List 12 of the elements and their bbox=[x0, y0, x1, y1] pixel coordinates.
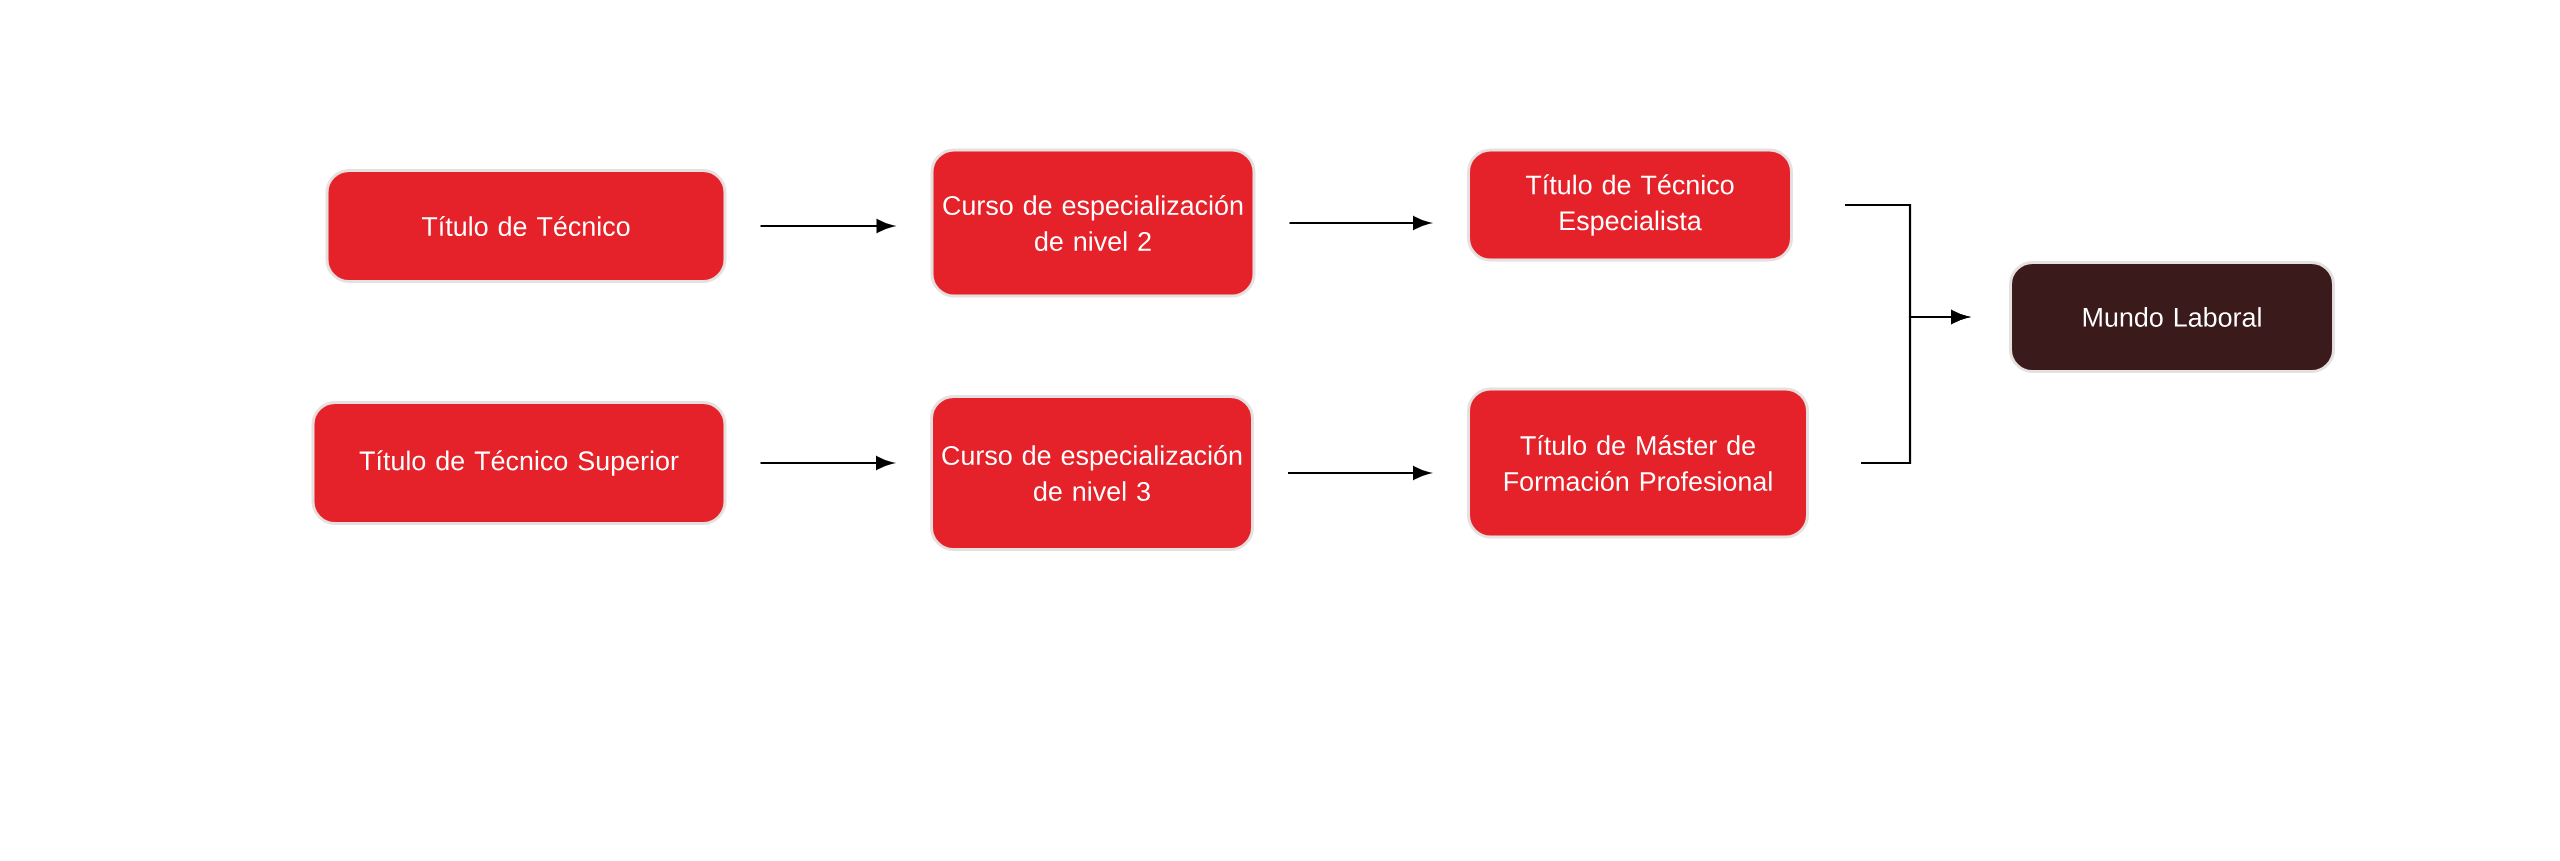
process-box: Título de Técnico bbox=[325, 169, 727, 283]
process-box: Curso de especialización de nivel 3 bbox=[930, 395, 1254, 551]
process-box: Título de Máster de Formación Profesional bbox=[1467, 387, 1810, 539]
arrow bbox=[1289, 216, 1430, 230]
process-box: Curso de especialización de nivel 2 bbox=[930, 148, 1256, 298]
process-box: Título de Técnico Especialista bbox=[1467, 148, 1793, 262]
arrow bbox=[1288, 466, 1430, 480]
arrow bbox=[1861, 310, 1968, 465]
process-box: Título de Técnico Superior bbox=[311, 401, 727, 525]
process-box: Mundo Laboral bbox=[2009, 261, 2336, 373]
arrow bbox=[760, 219, 894, 233]
arrow bbox=[760, 456, 893, 470]
